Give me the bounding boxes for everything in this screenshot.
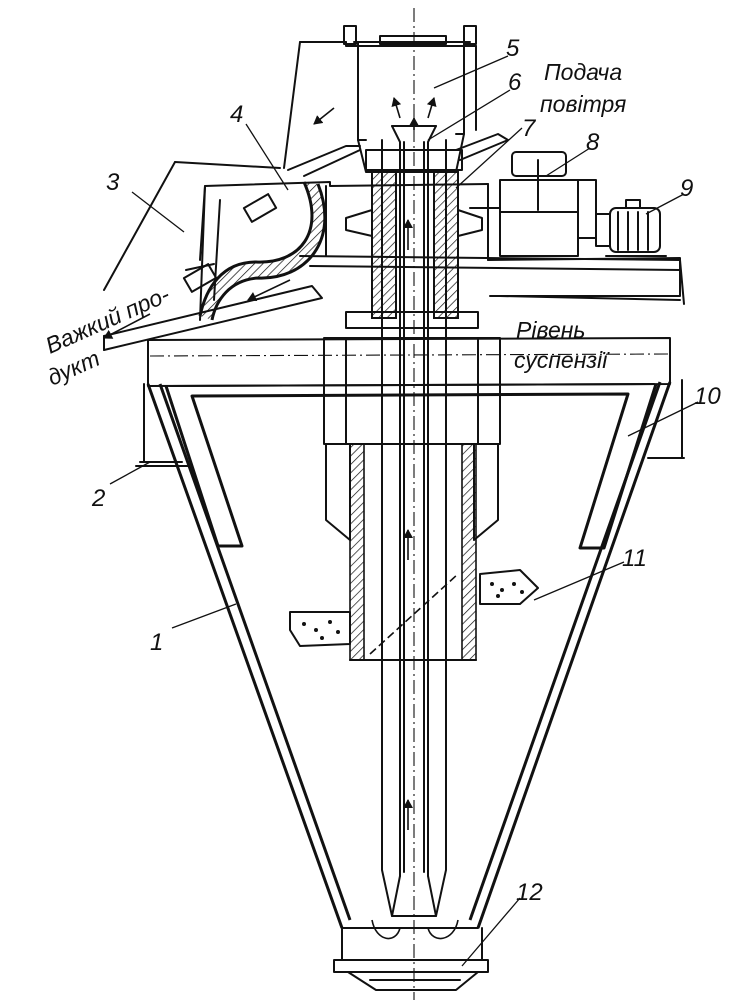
callout-5: 5 bbox=[506, 35, 520, 62]
bottom-outlet bbox=[333, 919, 489, 991]
scoop-wheel bbox=[182, 145, 361, 321]
callout-8: 8 bbox=[586, 129, 600, 156]
air-supply-label-line1: Подача bbox=[544, 59, 622, 85]
bearing-block bbox=[345, 149, 483, 329]
callout-12: 12 bbox=[516, 879, 543, 906]
suspension-level-label-line2: суспензії bbox=[514, 347, 610, 373]
callout-11: 11 bbox=[622, 545, 647, 572]
callout-4: 4 bbox=[230, 101, 243, 128]
air-supply-label-line2: повітря bbox=[540, 91, 626, 117]
nozzle-blocks bbox=[289, 569, 539, 655]
feed-hopper bbox=[343, 25, 477, 173]
air-nozzle bbox=[455, 133, 509, 161]
callout-3: 3 bbox=[106, 169, 120, 196]
callout-2: 2 bbox=[91, 485, 105, 512]
callout-6: 6 bbox=[508, 69, 522, 96]
callout-9: 9 bbox=[680, 175, 693, 202]
central-pipe bbox=[381, 8, 447, 1000]
leader-lines bbox=[103, 55, 699, 967]
callout-1: 1 bbox=[150, 629, 163, 656]
support-ring bbox=[135, 379, 685, 467]
callout-numbers: 1 2 3 4 5 6 7 8 9 10 11 12 bbox=[91, 35, 721, 906]
heavy-product-label-line1: Важкий про- bbox=[41, 281, 173, 359]
conical-tank bbox=[146, 337, 672, 929]
callout-10: 10 bbox=[694, 383, 721, 410]
electric-motor bbox=[595, 199, 667, 257]
callout-7: 7 bbox=[522, 115, 537, 142]
inner-cylinder bbox=[323, 337, 501, 661]
deflector-cone bbox=[164, 383, 658, 550]
suspension-level-label-line1: Рівень bbox=[516, 317, 586, 343]
